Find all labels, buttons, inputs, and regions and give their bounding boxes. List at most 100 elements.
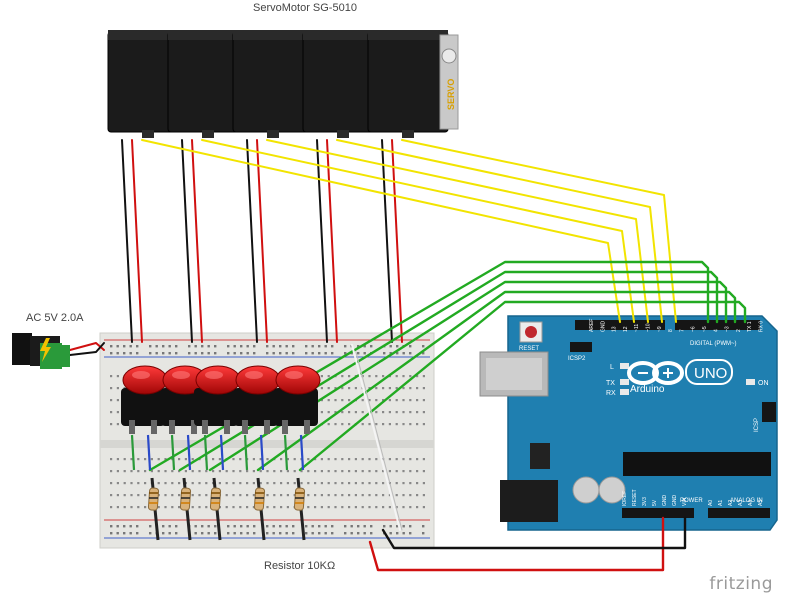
button-lead [283,434,289,471]
power-pin-label: 5V [652,499,658,506]
digital-pin-label: 4 [713,329,719,332]
board-ground-wire [381,516,687,550]
capacitor [598,476,626,504]
resistor [179,477,192,541]
power-label: POWER [680,498,703,504]
button-cap [122,365,168,395]
servo-ground-wire [381,139,393,343]
push-buttons [121,365,321,471]
resistor [293,477,306,541]
button-lead [186,434,192,471]
power-pin-label: GND [662,495,668,507]
button-cap [195,365,241,395]
servo-signal-wire [401,139,677,323]
push-button [274,365,321,434]
digital-pin-label: ~5 [702,326,708,332]
push-button [234,365,281,434]
resistor [147,477,160,541]
dc-jack [500,480,558,522]
servo-ground-wire [246,139,258,343]
voltage-regulator [530,443,550,469]
led-rx-label: RX [606,390,616,397]
led-tx [620,379,629,385]
on-label: ON [758,380,769,387]
push-button [194,365,241,434]
power-pin-label: RESET [632,489,638,506]
microcontroller-chip [623,452,771,476]
digital-header-right [675,320,760,330]
servo-signal-wire [266,139,649,323]
button-lead [130,434,136,471]
capacitor [572,476,600,504]
analog-header [708,508,770,518]
servo-signal-wire [141,139,621,323]
analog-pin-label: A2 [728,500,734,506]
analog-label: ANALOG IN [730,498,763,504]
digital-pin-label: ~10 [646,323,652,332]
servo-motors: SERVO [107,30,459,138]
servo-power-wire [131,139,143,343]
button-signal-wire [298,300,747,472]
servo-ground-wire [181,139,193,343]
digital-pin-label: ~3 [725,326,731,332]
button-lead [219,434,225,471]
icsp2-header [570,342,592,352]
digital-pin-label: AREF [589,319,595,332]
button-lead [203,434,209,471]
resistor [209,477,222,541]
push-button [121,365,168,434]
analog-pin-label: A4 [748,500,754,506]
led-on [746,379,755,385]
button-lead [170,434,176,471]
servo-motor: SERVO [367,30,459,138]
jumper-wire [351,344,401,531]
servo-ground-wire [316,139,328,343]
resistor [253,477,266,541]
servo-title-label: ServoMotor SG-5010 [253,2,357,14]
analog-pin-label: A3 [738,500,744,506]
button-lead [299,434,305,471]
icsp-label: ICSP [754,418,760,432]
icsp-header [762,402,776,422]
analog-pin-label: A1 [718,500,724,506]
led-tx-label: TX [606,380,615,387]
power-pin-label: GND [672,495,678,507]
power-jack [12,333,70,369]
button-signal-wire [256,290,737,472]
digital-pin-label: ~11 [634,324,640,332]
digital-pin-label: 13 [612,326,618,332]
button-cap [275,365,321,395]
servo-side-text: SERVO [446,79,456,110]
lightning-icon [40,338,51,362]
fritzing-brand: fritzing [709,574,773,594]
servo-horn-icon [441,48,457,64]
power-pin-label: 3V3 [642,497,648,506]
arduino-brand-text: Arduino [630,384,665,395]
button-signal-wire [208,280,728,472]
button-lead [243,434,249,471]
board-5v-wire [368,516,665,572]
digital-pin-label: 8 [668,329,674,332]
power-pin-label: VIN [682,497,688,506]
digital-pin-label: 2 [736,329,742,332]
button-signal-wire [148,260,710,472]
jumper-wire [355,351,403,531]
reset-label: RESET [519,346,539,352]
led-rx [620,389,629,395]
digital-pin-label: 12 [623,326,629,332]
power-pin-label: IOREF [622,491,628,506]
ground-wire [69,342,105,356]
arduino-model-text: UNO [694,365,727,382]
power-wire [69,342,105,351]
digital-pin-label: ~6 [691,326,697,332]
digital-pin-label: RX 0 [759,321,765,332]
resistor-label: Resistor 10KΩ [264,560,336,572]
breadboard [99,332,435,549]
servo-signal-wire [336,139,663,323]
servo-power-wire [256,139,268,343]
digital-pin-label: ~9 [657,326,663,332]
digital-header-left [575,320,665,330]
